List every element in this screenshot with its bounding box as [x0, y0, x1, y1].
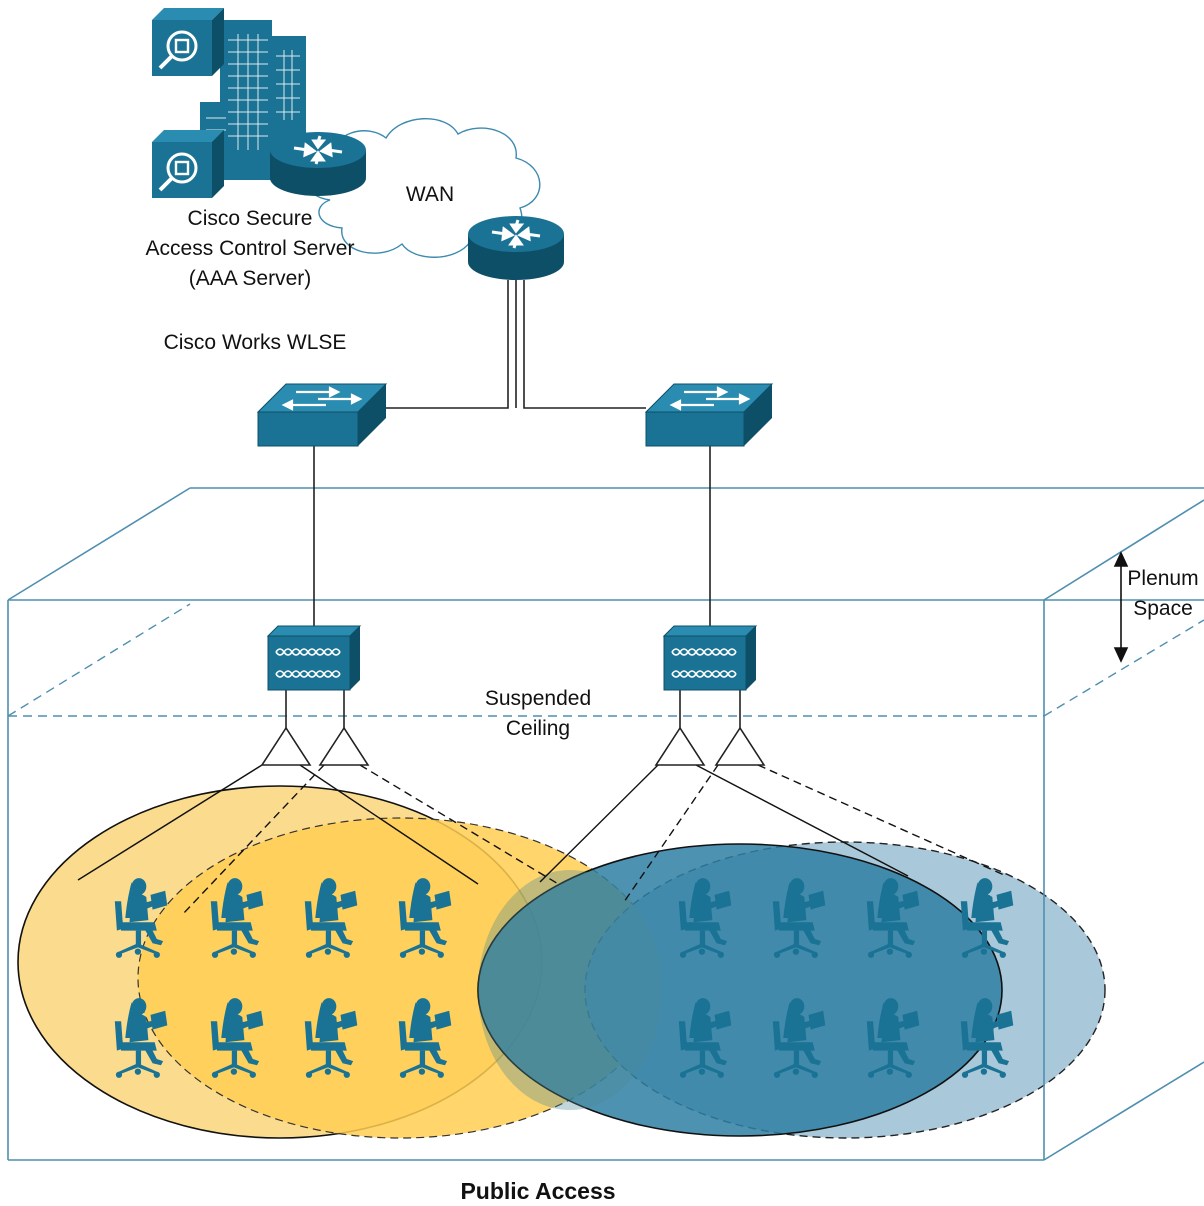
access-point-left — [266, 625, 362, 691]
switch-left — [256, 383, 388, 447]
diagram-title: Public Access — [460, 1178, 616, 1204]
antenna-icon — [654, 726, 706, 766]
router-icon-left — [270, 132, 366, 196]
ceiling-label-line2: Ceiling — [505, 717, 571, 740]
antenna-icon — [318, 726, 370, 766]
coverage-areas — [17, 785, 1106, 1139]
antenna-icon — [714, 726, 766, 766]
plenum-arrow — [1113, 551, 1129, 663]
wlse-label: Cisco Works WLSE — [163, 331, 347, 354]
antenna-icon — [260, 726, 312, 766]
switch-right — [644, 383, 774, 447]
wan-label: WAN — [405, 183, 455, 206]
server-icon-bottom — [152, 130, 224, 198]
acs-label-line3: (AAA Server) — [188, 267, 312, 290]
plenum-label-line2: Space — [1133, 597, 1193, 620]
room-box — [7, 487, 1204, 1161]
ceiling-label-line1: Suspended — [484, 687, 592, 710]
antennas — [260, 726, 766, 766]
plenum-label-line1: Plenum — [1127, 567, 1199, 590]
acs-label-line1: Cisco Secure — [187, 207, 313, 230]
acs-label-line2: Access Control Server — [145, 237, 355, 260]
suspended-ceiling-plane — [7, 603, 1204, 717]
server-icon-top — [152, 8, 224, 76]
antenna-beams — [77, 764, 1005, 916]
coverage-overlap-tint — [478, 870, 662, 1110]
router-icon-right — [468, 216, 564, 280]
access-point-right — [662, 625, 758, 691]
